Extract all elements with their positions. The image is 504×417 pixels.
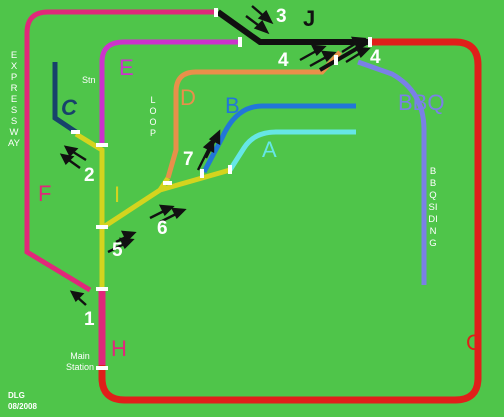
track-A (227, 129, 356, 172)
point-number-7: 7 (183, 149, 194, 170)
point-number-1: 1 (84, 309, 95, 330)
point-marker (96, 225, 108, 229)
loop-text: LOOP (149, 95, 157, 138)
arrow-icon (59, 153, 81, 169)
track-I (74, 131, 105, 290)
signature-initials: DLG (8, 391, 25, 400)
point-marker (334, 55, 338, 65)
section-label-C: C (61, 95, 77, 120)
point-marker (238, 37, 242, 47)
track-J (216, 9, 372, 45)
point-marker (368, 37, 372, 47)
point-number-4-left: 4 (278, 50, 289, 71)
direction-arrows (59, 5, 371, 306)
point-marker (214, 8, 218, 17)
arrow-icon (204, 129, 221, 159)
point-marker (228, 165, 232, 174)
point-marker (71, 130, 80, 134)
arrow-icon (345, 46, 371, 64)
section-label-BBQ: BBQ (398, 90, 445, 115)
track-C (52, 62, 78, 135)
point-marker (96, 366, 108, 370)
loop-label: LOOP (148, 95, 160, 139)
arrow-icon (299, 44, 327, 62)
point-marker (200, 169, 204, 178)
arrow-icon (149, 204, 175, 220)
point-number-4-right: 4 (370, 47, 381, 68)
track-J-branch (318, 40, 370, 72)
point-number-6: 6 (157, 218, 168, 239)
point-markers (71, 8, 372, 370)
arrow-icon (69, 290, 87, 306)
signature-date: 08/2008 (8, 402, 37, 411)
point-marker (96, 143, 108, 147)
section-label-F: F (38, 181, 52, 206)
arrow-icon (159, 207, 187, 224)
express-way-text: EXPRESS WAY (8, 50, 20, 149)
track-E (99, 39, 240, 145)
section-label-D: D (180, 85, 196, 110)
section-label-A: A (262, 137, 277, 162)
arrow-icon (245, 15, 270, 35)
point-number-5: 5 (112, 240, 123, 261)
bbq-siding-text: BBQ SIDING (428, 166, 438, 249)
point-marker (96, 287, 108, 291)
section-label-J: J (303, 6, 316, 31)
arrow-icon (63, 145, 87, 162)
section-label-E: E (119, 55, 134, 80)
point-number-3: 3 (276, 6, 287, 27)
track-BBQ (357, 59, 427, 285)
track-G (98, 38, 482, 404)
section-label-I: I (114, 182, 121, 207)
track-B (201, 103, 356, 174)
express-way-label: EXPRESS WAY (8, 50, 20, 149)
main-station-label: Main Station (65, 351, 95, 372)
point-number-2: 2 (84, 165, 95, 186)
point-marker (163, 181, 172, 185)
arrow-icon (107, 237, 135, 254)
section-label-G: G (466, 330, 484, 355)
arrow-icon (341, 36, 367, 54)
track-D (165, 50, 342, 179)
stn-label: Stn (82, 75, 96, 85)
arrow-icon (251, 5, 274, 25)
section-label-H: H (111, 336, 127, 361)
bbq-siding-label: BBQ SIDING (428, 166, 440, 250)
section-label-B: B (225, 93, 240, 118)
track-F (24, 9, 218, 293)
arrow-icon (309, 50, 337, 68)
